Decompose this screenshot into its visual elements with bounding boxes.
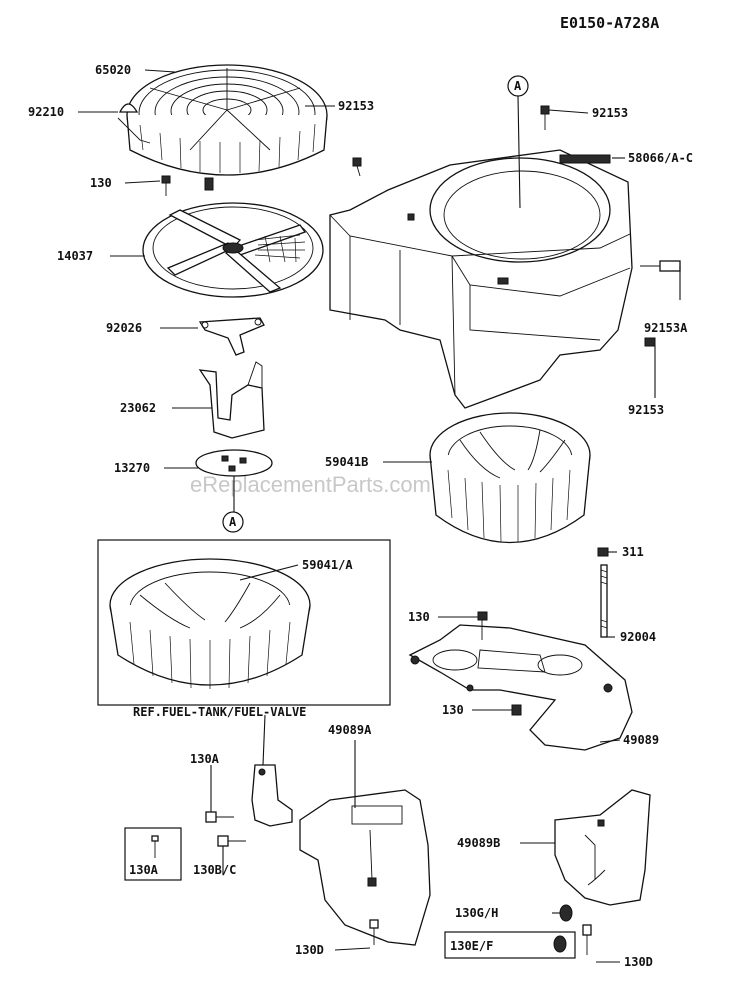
label-49089A: 49089A [328, 723, 372, 737]
bolt-130-lower [511, 704, 522, 716]
label-92153-right: 92153 [592, 106, 628, 120]
baffle-49089-part [408, 624, 633, 751]
label-92153-top: 92153 [338, 99, 374, 113]
label-92210: 92210 [28, 105, 64, 119]
plate-13270 [195, 449, 273, 477]
label-130EF: 130E/F [450, 939, 493, 953]
label-13270: 13270 [114, 461, 150, 475]
flywheel-59041A-part [109, 558, 311, 689]
label-92153-low: 92153 [628, 403, 664, 417]
label-92004: 92004 [620, 630, 656, 644]
bracket-23062 [198, 361, 265, 439]
nut-130GH [559, 904, 573, 922]
detail-box-130A [124, 827, 182, 881]
label-59041A: 59041/A [302, 558, 353, 572]
label-92153A: 92153A [644, 321, 688, 335]
bolt-92153A [640, 260, 681, 272]
bolt-92153-top-right [540, 105, 550, 130]
label-130D-right: 130D [624, 955, 653, 969]
label-49089: 49089 [623, 733, 659, 747]
label-23062: 23062 [120, 401, 156, 415]
label-130A-box: 130A [129, 863, 159, 877]
label-92026: 92026 [106, 321, 142, 335]
bolt-130-mid [477, 611, 488, 640]
label-58066: 58066/A-C [628, 151, 693, 165]
diagram-code: E0150-A728A [560, 14, 659, 32]
bolt-130-upper [161, 175, 171, 196]
nut-130EF [553, 935, 567, 953]
label-130-c: 130 [442, 703, 464, 717]
cap-nut-92210 [117, 103, 151, 144]
bolt-130BC [217, 835, 246, 847]
bolt-130A-detail [151, 835, 159, 858]
label-59041B: 59041B [325, 455, 368, 469]
label-14037: 14037 [57, 249, 93, 263]
bolt-130D-left [369, 919, 379, 945]
label-130BC: 130B/C [193, 863, 236, 877]
part-labels: 65020 92210 92153 92153 58066/A-C 130 14… [28, 63, 693, 969]
flywheel-59041B-part [429, 412, 591, 544]
callout-a-lower-label: A [229, 515, 237, 529]
baffle-49089B-part [554, 789, 651, 906]
label-130A-top: 130A [190, 752, 220, 766]
baffle-49089A-part [299, 789, 431, 946]
label-130D-left: 130D [295, 943, 324, 957]
flywheel-variant-box [97, 539, 391, 706]
blower-housing-part [329, 149, 633, 409]
label-49089B: 49089B [457, 836, 500, 850]
callout-a-upper-label: A [514, 79, 522, 93]
callout-a-lower [222, 511, 244, 533]
fan-guard-part [126, 64, 328, 191]
bolt-92153-top-left [352, 157, 362, 177]
bolt-130A [205, 811, 234, 823]
label-311: 311 [622, 545, 644, 559]
detail-box-130EF [444, 931, 576, 959]
plate-92026 [198, 317, 265, 356]
label-65020: 65020 [95, 63, 131, 77]
label-130-a: 130 [90, 176, 112, 190]
bolt-130D-right [582, 924, 592, 955]
stud-92004 [597, 547, 609, 638]
bolt-92153-lower [644, 337, 656, 347]
leader-lines [78, 69, 681, 963]
label-130GH: 130G/H [455, 906, 498, 920]
fuel-bracket-part [251, 764, 293, 827]
ref-note-fuel: REF.FUEL-TANK/FUEL-VALVE [133, 705, 306, 719]
cooling-fan-part [142, 202, 324, 298]
label-130-b: 130 [408, 610, 430, 624]
